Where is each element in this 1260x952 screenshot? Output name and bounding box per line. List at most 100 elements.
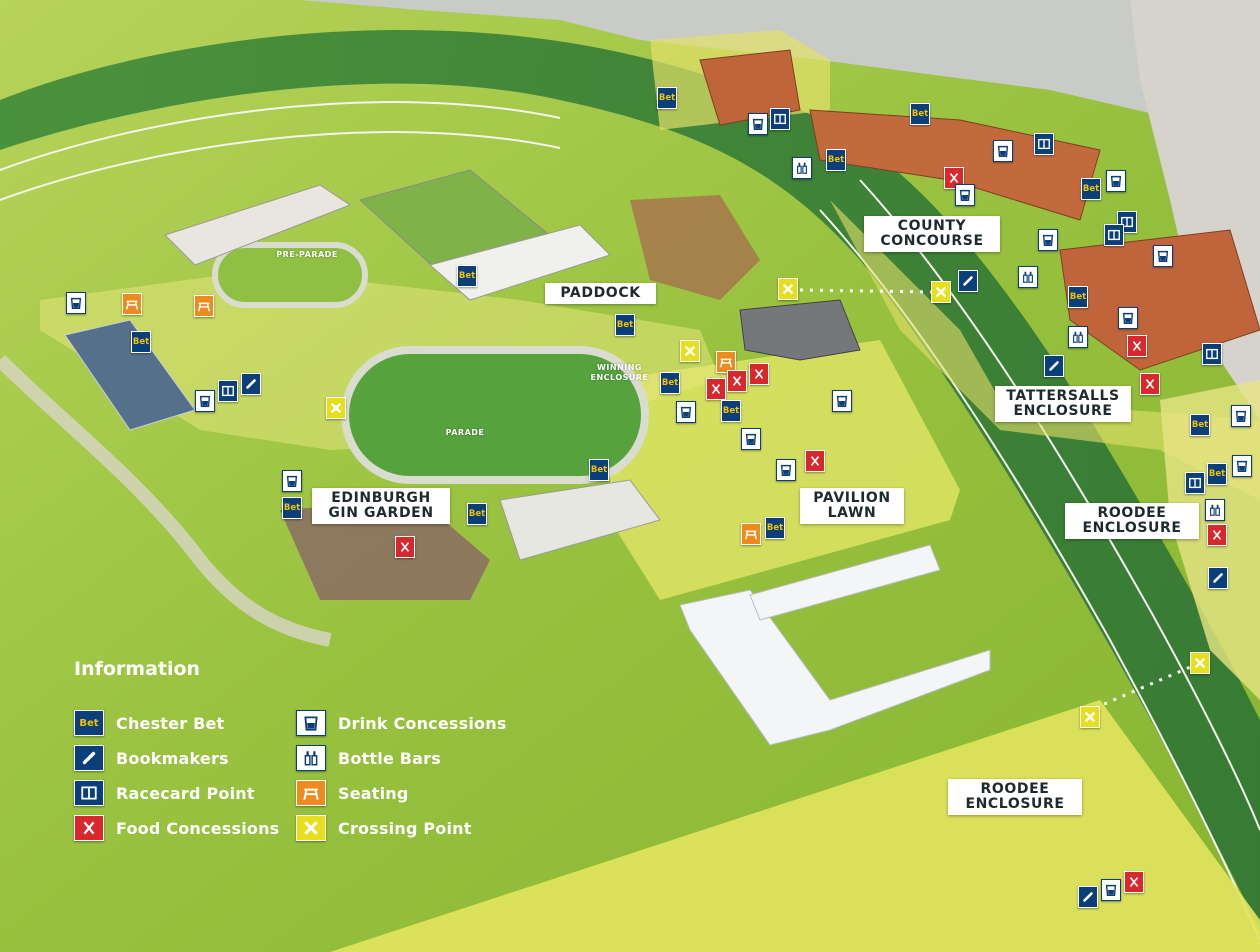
drink-concessions-icon: [66, 292, 86, 314]
legend-label: Food Concessions: [116, 818, 280, 838]
bottle-bars-icon: [792, 157, 812, 179]
crossing-point-icon: [326, 397, 346, 419]
legend-title: Information: [74, 658, 201, 680]
building-pavilion: [739, 299, 861, 361]
food-concessions-icon: [749, 363, 769, 385]
drink-concessions-icon: [776, 459, 796, 481]
drink-concessions-icon: [1101, 879, 1121, 901]
food-concessions-icon: [727, 370, 747, 392]
building-pre-parade-stables: [164, 184, 352, 266]
track-rail-east-2: [859, 179, 1260, 831]
crossing-point-icon: [1080, 706, 1100, 728]
food-concessions-icon: [1124, 871, 1144, 893]
legend-item-crossing-point: Crossing Point: [296, 815, 472, 841]
racecard-point-icon: [770, 108, 790, 130]
racecard-point-icon: [74, 780, 104, 806]
chester-bet-icon: Bet: [282, 497, 302, 519]
bookmakers-icon: [74, 745, 104, 771]
chester-bet-icon: Bet: [660, 372, 680, 394]
food-concessions-icon: [944, 167, 964, 189]
legend-item-chester-bet: Bet Chester Bet: [74, 710, 224, 736]
food-concessions-icon: [706, 378, 726, 400]
car-park-area: [300, 0, 1260, 180]
seating-icon: [741, 523, 761, 545]
chester-bet-icon: Bet: [457, 265, 477, 287]
edinburgh-gin-garden-label: EDINBURGH GIN GARDEN: [312, 488, 450, 524]
tattersalls-zone: [830, 200, 1260, 500]
racecard-point-icon: [1104, 224, 1124, 246]
food-concessions-icon: [1207, 524, 1227, 546]
drink-concessions-icon: [1106, 170, 1126, 192]
seating-icon: [296, 780, 326, 806]
crossing-point-icon: [931, 281, 951, 303]
roodee-enclosure-east-label: ROODEE ENCLOSURE: [1065, 503, 1199, 539]
drink-concessions-icon: [1232, 455, 1252, 477]
bookmakers-icon: [1208, 567, 1228, 589]
drink-concessions-icon: [282, 470, 302, 492]
pre-parade-ring: [212, 242, 368, 308]
legend-label: Racecard Point: [116, 783, 255, 803]
seating-icon: [122, 293, 142, 315]
drink-concessions-icon: [1153, 245, 1173, 267]
crossing-path-1: [799, 288, 936, 294]
building-county-stand: [699, 49, 801, 126]
chester-bet-icon: Bet: [910, 103, 930, 125]
legend-label: Seating: [338, 783, 409, 803]
chester-bet-icon: Bet: [1068, 286, 1088, 308]
marquee-row: [749, 544, 941, 621]
seating-icon: [716, 351, 736, 373]
chester-bet-icon: Bet: [826, 149, 846, 171]
county-concourse-label: COUNTY CONCOURSE: [864, 216, 1000, 252]
chester-bet-icon: Bet: [615, 314, 635, 336]
chester-bet-icon: Bet: [74, 710, 104, 736]
racecard-point-icon: [1034, 133, 1054, 155]
drink-concessions-icon: [195, 390, 215, 412]
crossing-point-icon: [778, 278, 798, 300]
bottle-bars-icon: [1018, 266, 1038, 288]
track-rail-inner: [0, 131, 561, 201]
bookmakers-icon: [241, 373, 261, 395]
winning-enclosure-label: WINNING ENCLOSURE: [590, 363, 649, 382]
paddock-label: PADDOCK: [545, 283, 656, 304]
drink-concessions-icon: [676, 401, 696, 423]
race-track: [0, 30, 1260, 930]
legend-item-bottle-bars: Bottle Bars: [296, 745, 441, 771]
legend-label: Drink Concessions: [338, 713, 507, 733]
food-concessions-icon: [805, 450, 825, 472]
food-concessions-icon: [395, 536, 415, 558]
pavilion-lawn-label: PAVILION LAWN: [800, 488, 904, 524]
drink-concessions-icon: [1118, 307, 1138, 329]
legend-label: Crossing Point: [338, 818, 472, 838]
chester-bet-icon: Bet: [589, 459, 609, 481]
roodee-south-zone: [330, 700, 1260, 952]
crossing-point-icon: [296, 815, 326, 841]
track-curve-west: [0, 355, 332, 647]
legend: Information Bet Chester Bet Bookmakers R…: [74, 658, 534, 858]
chester-bet-icon: Bet: [721, 400, 741, 422]
legend-item-racecard-point: Racecard Point: [74, 780, 255, 806]
building-tattersalls-stand: [1059, 229, 1260, 371]
crossing-point-icon: [1190, 652, 1210, 674]
drink-concessions-icon: [741, 428, 761, 450]
bottle-bars-icon: [296, 745, 326, 771]
legend-label: Bottle Bars: [338, 748, 441, 768]
bookmakers-icon: [1078, 886, 1098, 908]
drink-concessions-icon: [748, 113, 768, 135]
racecard-point-icon: [218, 380, 238, 402]
drink-concessions-icon: [955, 184, 975, 206]
chester-bet-icon: Bet: [1081, 178, 1101, 200]
crossing-path-2: [1094, 663, 1196, 710]
drink-concessions-icon: [993, 140, 1013, 162]
food-concessions-icon: [1127, 335, 1147, 357]
drink-concessions-icon: [1231, 405, 1251, 427]
crossing-point-icon: [680, 340, 700, 362]
tattersalls-enclosure-label: TATTERSALLS ENCLOSURE: [995, 386, 1131, 422]
parade-label: PARADE: [445, 428, 485, 437]
track-rail-outer: [0, 101, 561, 171]
legend-item-bookmakers: Bookmakers: [74, 745, 229, 771]
racecard-point-icon: [1202, 343, 1222, 365]
chester-bet-icon: Bet: [131, 331, 151, 353]
legend-label: Bookmakers: [116, 748, 229, 768]
drink-concessions-icon: [296, 710, 326, 736]
food-concessions-icon: [74, 815, 104, 841]
